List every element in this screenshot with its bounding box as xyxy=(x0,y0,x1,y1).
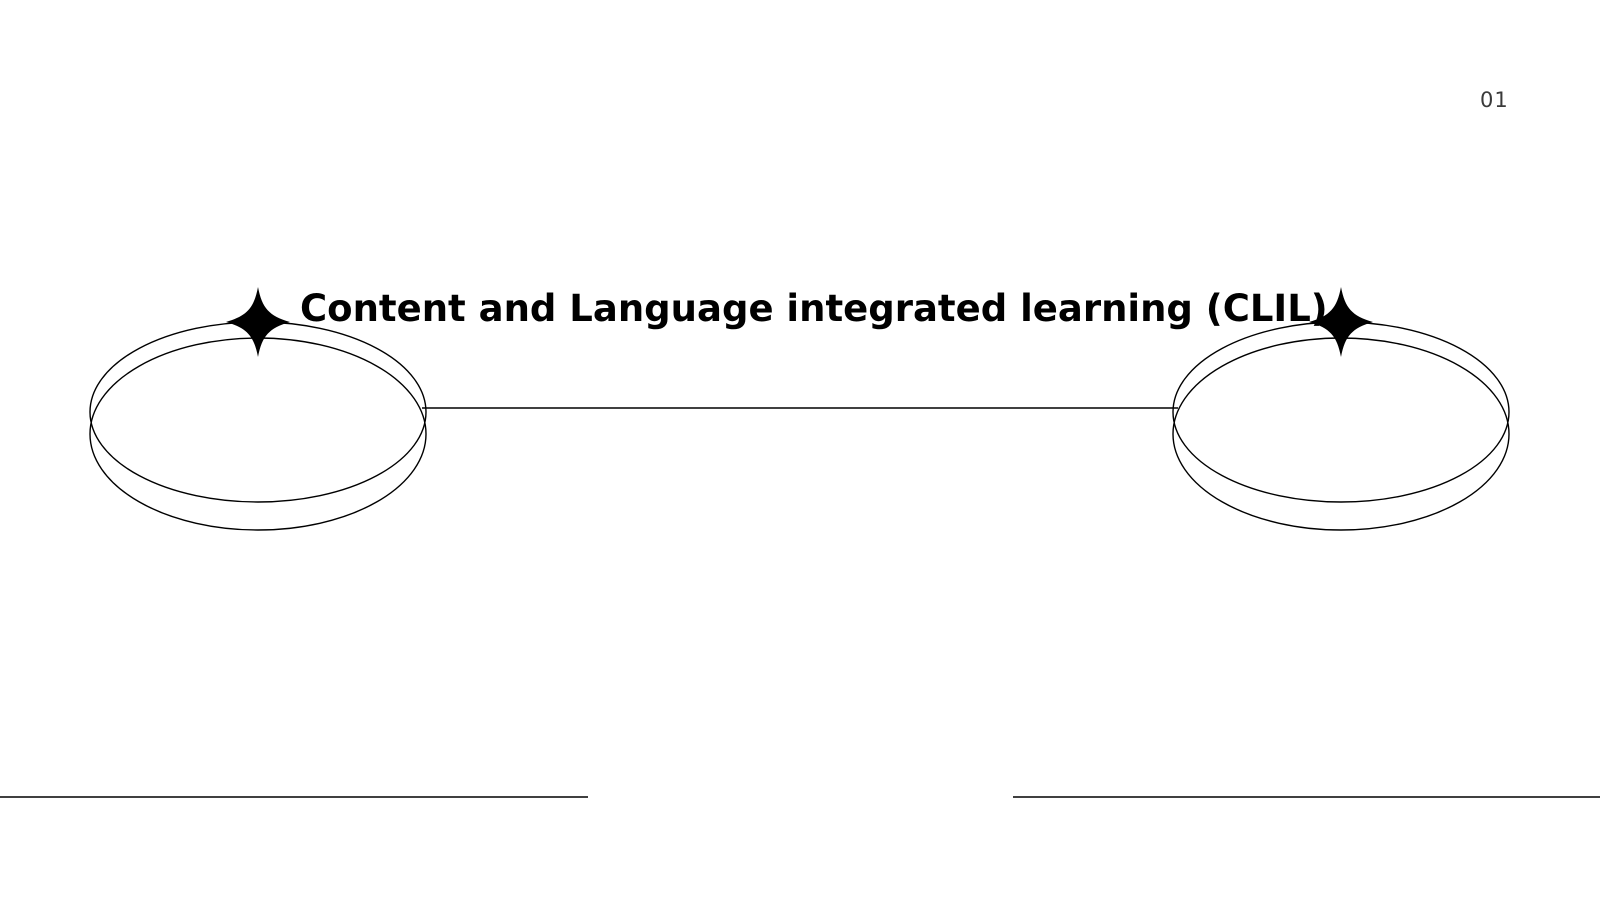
slide-title: Content and Language integrated learning… xyxy=(300,287,1328,330)
four-point-star-icon xyxy=(226,287,290,357)
page-number: 01 xyxy=(1480,88,1509,112)
four-point-star-icon xyxy=(1309,287,1373,357)
